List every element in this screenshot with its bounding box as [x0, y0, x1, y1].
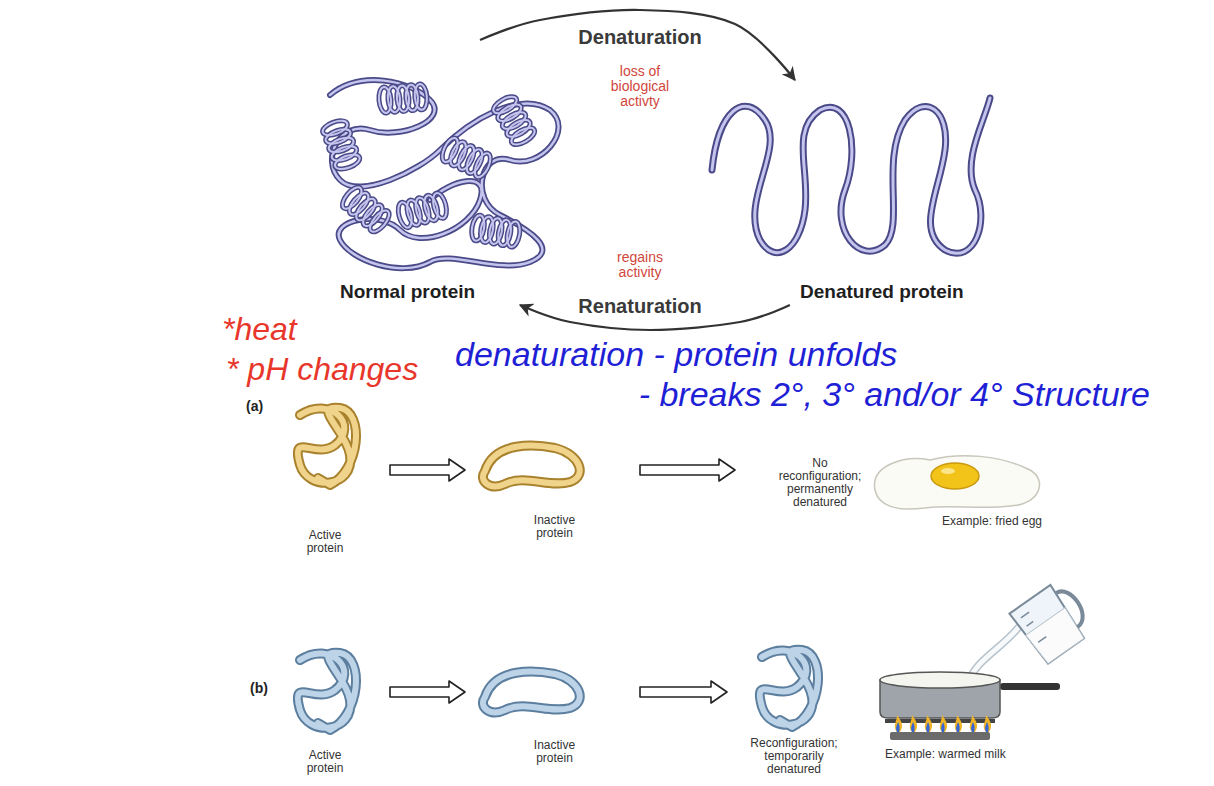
warmed-milk-picture — [1038, 637, 1046, 643]
protein-figure: Inactive protein — [470, 430, 590, 545]
figure-caption: Normal protein — [340, 281, 475, 303]
warmed-milk-picture — [955, 715, 962, 732]
folded-protein-ribbon — [330, 80, 559, 268]
inactive-protein-figure — [483, 672, 580, 713]
folded-protein-ribbon — [339, 184, 392, 235]
warmed-milk-picture — [1021, 612, 1029, 618]
figure-caption: Active protein — [300, 529, 350, 555]
figure-caption: Example: warmed milk — [885, 748, 1006, 761]
active-protein-figure — [298, 653, 356, 730]
warmed-milk-picture — [1009, 578, 1096, 665]
active-protein-figure — [298, 653, 356, 730]
inactive-protein-figure — [483, 672, 580, 713]
example-picture: Example: fried egg — [860, 456, 1050, 536]
unfolded-protein-ribbon — [712, 98, 990, 253]
arrow-label: Denaturation — [560, 26, 720, 49]
warmed-milk-picture — [1055, 586, 1090, 627]
warmed-milk-picture — [885, 719, 995, 723]
active-protein-figure — [298, 408, 356, 485]
block-arrow — [640, 681, 727, 703]
outcome-note: No reconfiguration; permanently denature… — [760, 455, 880, 510]
inactive-protein-figure — [483, 446, 580, 487]
warmed-milk-picture — [880, 578, 1097, 740]
folded-protein-ribbon — [396, 192, 449, 230]
figure-caption: Example: fried egg — [942, 515, 1042, 528]
active-protein-figure — [298, 408, 356, 485]
warmed-milk-picture — [1026, 608, 1086, 665]
warmed-milk-picture — [880, 672, 1000, 688]
protein-figure: Inactive protein — [470, 655, 590, 770]
example-picture: Example: warmed milk — [860, 595, 1110, 765]
note-text: regains activity — [595, 250, 685, 280]
folded-protein-ribbon — [330, 80, 559, 268]
active-protein-figure — [298, 408, 356, 485]
fried-egg-picture — [931, 463, 979, 489]
handwritten-note: - breaks 2°, 3° and/or 4° Structure — [630, 374, 1150, 414]
arrow-label: Renaturation — [560, 295, 720, 318]
handwritten-note: * pH changes — [226, 350, 418, 388]
protein-figure: Active protein — [285, 640, 365, 780]
inactive-protein-figure — [483, 672, 580, 713]
figure-caption: Inactive protein — [527, 514, 582, 540]
warmed-milk-picture — [1027, 621, 1034, 626]
block-arrow — [390, 459, 465, 481]
folded-protein-ribbon — [439, 136, 493, 180]
active-protein-figure — [298, 653, 356, 730]
warmed-milk-picture — [970, 715, 977, 732]
figure-caption: Denatured protein — [800, 281, 964, 303]
fried-egg-picture — [941, 468, 955, 474]
warmed-milk-picture — [890, 732, 990, 740]
figure-caption: Active protein — [300, 749, 350, 775]
handwritten-note: *heat — [222, 310, 297, 348]
handwritten-note: denaturation - protein unfolds — [455, 334, 897, 374]
refolded-protein-figure — [760, 650, 818, 727]
figure-caption: Inactive protein — [527, 739, 582, 765]
warmed-milk-picture — [895, 715, 902, 732]
protein-figure: Denatured protein — [700, 80, 1010, 305]
folded-protein-ribbon — [321, 118, 362, 172]
warmed-milk-picture — [910, 715, 917, 732]
figure-caption: No reconfiguration; permanently denature… — [770, 457, 870, 509]
warmed-milk-picture — [925, 715, 932, 732]
protein-figure: Active protein — [285, 395, 365, 560]
folded-protein-ribbon — [491, 93, 538, 148]
warmed-milk-picture — [940, 715, 947, 732]
warmed-milk-picture — [1000, 683, 1060, 690]
folded-protein-ribbon — [321, 80, 559, 268]
folded-protein-ribbon — [470, 214, 522, 248]
protein-figure: Normal protein — [310, 40, 570, 305]
block-arrow — [640, 459, 735, 481]
fried-egg-picture — [875, 456, 1040, 509]
unfolded-protein-ribbon — [712, 98, 990, 253]
inactive-protein-figure — [483, 446, 580, 487]
panel-letter: (b) — [250, 680, 268, 696]
panel-letter: (a) — [246, 398, 263, 414]
refolded-protein-figure — [760, 650, 818, 727]
refolded-protein-figure — [760, 650, 818, 727]
folded-protein-ribbon — [378, 83, 428, 113]
note-text: loss of biological activty — [595, 64, 685, 109]
warmed-milk-picture — [984, 715, 991, 732]
figure-caption: Reconfiguration; temporarily denatured — [739, 737, 849, 776]
block-arrow — [390, 681, 465, 703]
inactive-protein-figure — [483, 446, 580, 487]
fried-egg-picture — [875, 456, 1040, 509]
protein-figure: Reconfiguration; temporarily denatured — [730, 635, 858, 780]
unfolded-protein-ribbon — [712, 98, 990, 253]
